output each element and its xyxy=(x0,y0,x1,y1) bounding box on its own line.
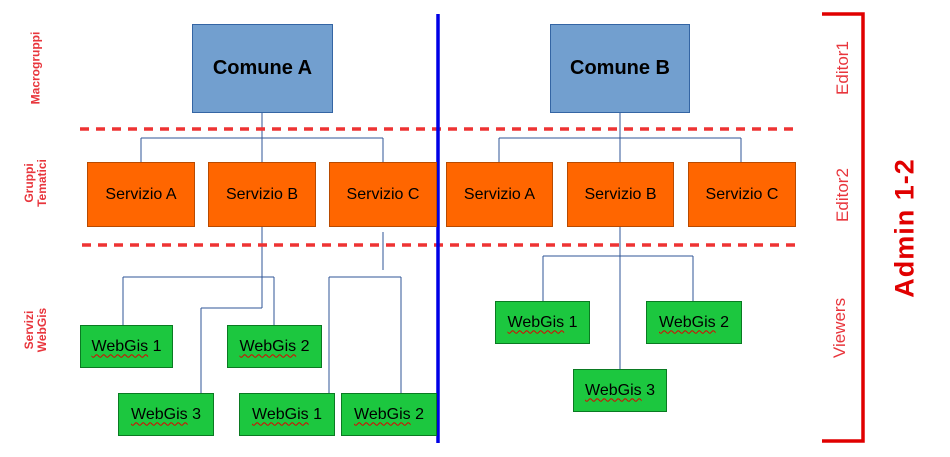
webgis-3-servizio-b-comune-b: WebGis 3 xyxy=(573,369,667,412)
webgis-1-servizio-c-comune-a: WebGis 1 xyxy=(239,393,335,436)
servizio-b-comune-b: Servizio B xyxy=(567,162,674,227)
macrogruppo-comune-a: Comune A xyxy=(192,24,333,113)
role-label-editor1: Editor1 xyxy=(833,41,852,95)
admin-bracket xyxy=(822,12,865,443)
row-label-gruppi-tematici: Gruppi Tematici xyxy=(22,159,49,207)
webgis-1-servizio-b-comune-b: WebGis 1 xyxy=(495,301,590,344)
servizio-a-comune-a: Servizio A xyxy=(87,162,195,227)
connectors-comune-b xyxy=(498,112,742,370)
macrogruppo-comune-b: Comune B xyxy=(550,24,690,113)
servizio-c-comune-a: Servizio C xyxy=(329,162,437,227)
role-label-editor2: Editor2 xyxy=(833,168,852,222)
servizio-b-comune-a: Servizio B xyxy=(208,162,316,227)
webgis-2-servizio-b-comune-a: WebGis 2 xyxy=(227,325,322,368)
row-label-macrogruppi: Macrogruppi xyxy=(28,31,43,105)
webgis-2-servizio-b-comune-b: WebGis 2 xyxy=(646,301,742,344)
servizio-a-comune-b: Servizio A xyxy=(446,162,553,227)
webgis-1-servizio-b-comune-a: WebGis 1 xyxy=(80,325,173,368)
role-label-admin: Admin 1-2 xyxy=(889,158,920,298)
webgis-3-servizio-b-comune-a: WebGis 3 xyxy=(118,393,214,436)
macrogruppo-title: Comune B xyxy=(570,57,670,79)
webgis-2-servizio-c-comune-a: WebGis 2 xyxy=(341,393,437,436)
row-label-servizi-webgis: Servizi WebGis xyxy=(22,307,49,353)
connectors-comune-a xyxy=(122,112,402,393)
role-label-viewers: Viewers xyxy=(830,297,849,359)
servizio-c-comune-b: Servizio C xyxy=(688,162,796,227)
macrogruppo-title: Comune A xyxy=(212,57,313,79)
